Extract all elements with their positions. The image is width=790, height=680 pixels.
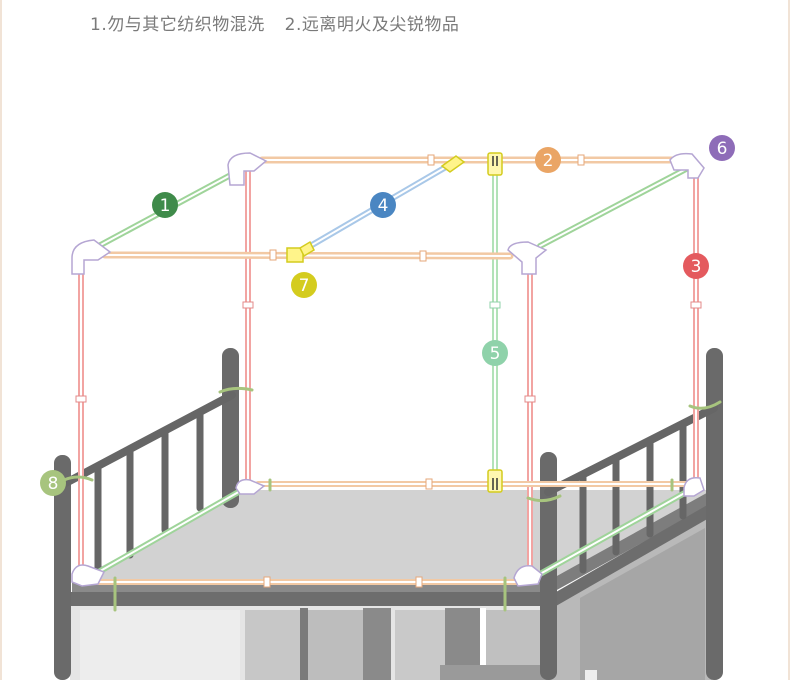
svg-text:7: 7: [299, 276, 310, 296]
strap-right-front: [526, 494, 562, 503]
care-instructions: 1.勿与其它纺织物混洗 2.远离明火及尖锐物品: [90, 10, 473, 35]
corner-top-front-left: [71, 239, 112, 275]
lower-divider-1: [300, 608, 308, 680]
pipe-top-front-core: [104, 254, 511, 257]
strap-left-back: [218, 386, 254, 394]
part-badge-7: 7: [291, 272, 317, 298]
bed-rail-front: [66, 592, 556, 606]
part-badge-6: 6: [709, 135, 735, 161]
part-badge-4: 4: [370, 192, 396, 218]
strap-left-front: [62, 475, 94, 482]
lower-panel-mid: [305, 610, 363, 680]
corner-top-back-right: [669, 152, 705, 179]
pipe-bottom-left-side-core: [94, 489, 243, 575]
frame-border-right: [788, 0, 790, 680]
svg-text:3: 3: [691, 257, 702, 277]
bed-post-back-left: [222, 348, 239, 508]
yellow-connectors: [286, 155, 466, 263]
svg-text:8: 8: [48, 474, 59, 494]
strap-right-back: [688, 400, 722, 410]
corner-top-back-left: [227, 152, 268, 186]
right-side-panel: [580, 528, 705, 680]
bed-post-front-left: [54, 455, 71, 680]
part-badge-2: 2: [535, 147, 561, 173]
lower-divider-2: [363, 608, 391, 680]
pipe-sleeves-vertical: [75, 301, 702, 403]
right-guard-rail: [544, 404, 718, 574]
pipe-top-right-side-core: [539, 167, 689, 247]
svg-text:2: 2: [543, 151, 554, 171]
part-badge-5: 5: [482, 340, 508, 366]
svg-text:1: 1: [160, 196, 171, 216]
bed-post-back-right: [706, 348, 723, 680]
bed-rail-side: [556, 500, 716, 606]
lower-panel-mid-right: [395, 610, 445, 680]
lower-panel-left: [80, 610, 240, 680]
strap-clamps: [62, 386, 722, 612]
care-note-1: 1.勿与其它纺织物混洗: [90, 15, 265, 35]
frame-border-left: [0, 0, 2, 680]
corner-bottom-front-left: [71, 564, 106, 587]
svg-text:4: 4: [378, 196, 389, 216]
lower-divider-4: [480, 608, 486, 680]
svg-text:6: 6: [717, 139, 728, 159]
pipe-sleeves: [263, 154, 585, 588]
corner-bottom-back-left: [235, 478, 266, 495]
corner-bottom-front-right: [513, 565, 543, 587]
corner-top-front-right: [507, 241, 548, 275]
lower-panel-mid-left: [245, 610, 300, 680]
bunk-bed: [54, 348, 723, 680]
pipe-bottom-right-side-core: [539, 489, 691, 575]
lower-shelf: [440, 665, 550, 680]
right-side-handle: [585, 670, 597, 680]
corner-bottom-back-right: [683, 476, 705, 497]
part-badge-3: 3: [683, 253, 709, 279]
canopy-frame: [78, 156, 699, 585]
middle-connectors: [487, 152, 503, 493]
part-badge-8: 8: [40, 470, 66, 496]
corner-connectors: [71, 152, 705, 587]
part-badge-1: 1: [152, 192, 178, 218]
care-note-2: 2.远离明火及尖锐物品: [284, 15, 460, 35]
left-guard-rail: [58, 391, 236, 579]
svg-text:5: 5: [490, 344, 501, 364]
platform-side: [546, 490, 712, 596]
